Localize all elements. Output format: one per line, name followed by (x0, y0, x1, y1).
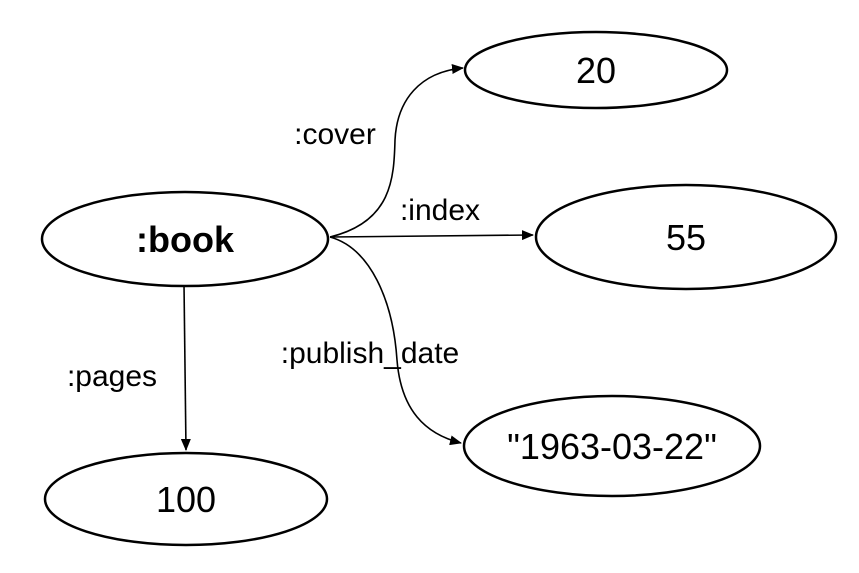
node-pages-value: 100 (43, 451, 329, 547)
node-pages-value-label: 100 (156, 479, 216, 520)
edge-labels-group: :cover :index :publish_date :pages (67, 118, 480, 393)
edge-index (329, 230, 534, 241)
node-cover-value: 20 (463, 30, 729, 110)
edge-label-pages: :pages (67, 360, 157, 393)
edge-label-publish-date: :publish_date (281, 337, 459, 370)
edge-label-index: :index (400, 194, 480, 227)
node-cover-value-ellipse (463, 30, 729, 110)
node-book: :book (40, 190, 330, 288)
edges-group (180, 64, 534, 451)
node-publish-date-value-label: "1963-03-22" (507, 426, 717, 467)
edge-label-cover: :cover (294, 118, 376, 151)
node-cover-value-label: 20 (576, 50, 616, 91)
edge-publish-date (329, 236, 462, 446)
node-publish-date-value: "1963-03-22" (462, 394, 762, 498)
node-book-label: :book (136, 219, 235, 260)
node-book-ellipse (40, 190, 330, 288)
node-publish-date-value-ellipse (462, 394, 762, 498)
node-pages-value-ellipse (43, 451, 329, 547)
node-index-value-ellipse (534, 183, 838, 291)
node-index-value-label: 55 (666, 217, 706, 258)
node-index-value: 55 (534, 183, 838, 291)
edge-pages (180, 283, 191, 451)
edge-cover (329, 64, 464, 238)
